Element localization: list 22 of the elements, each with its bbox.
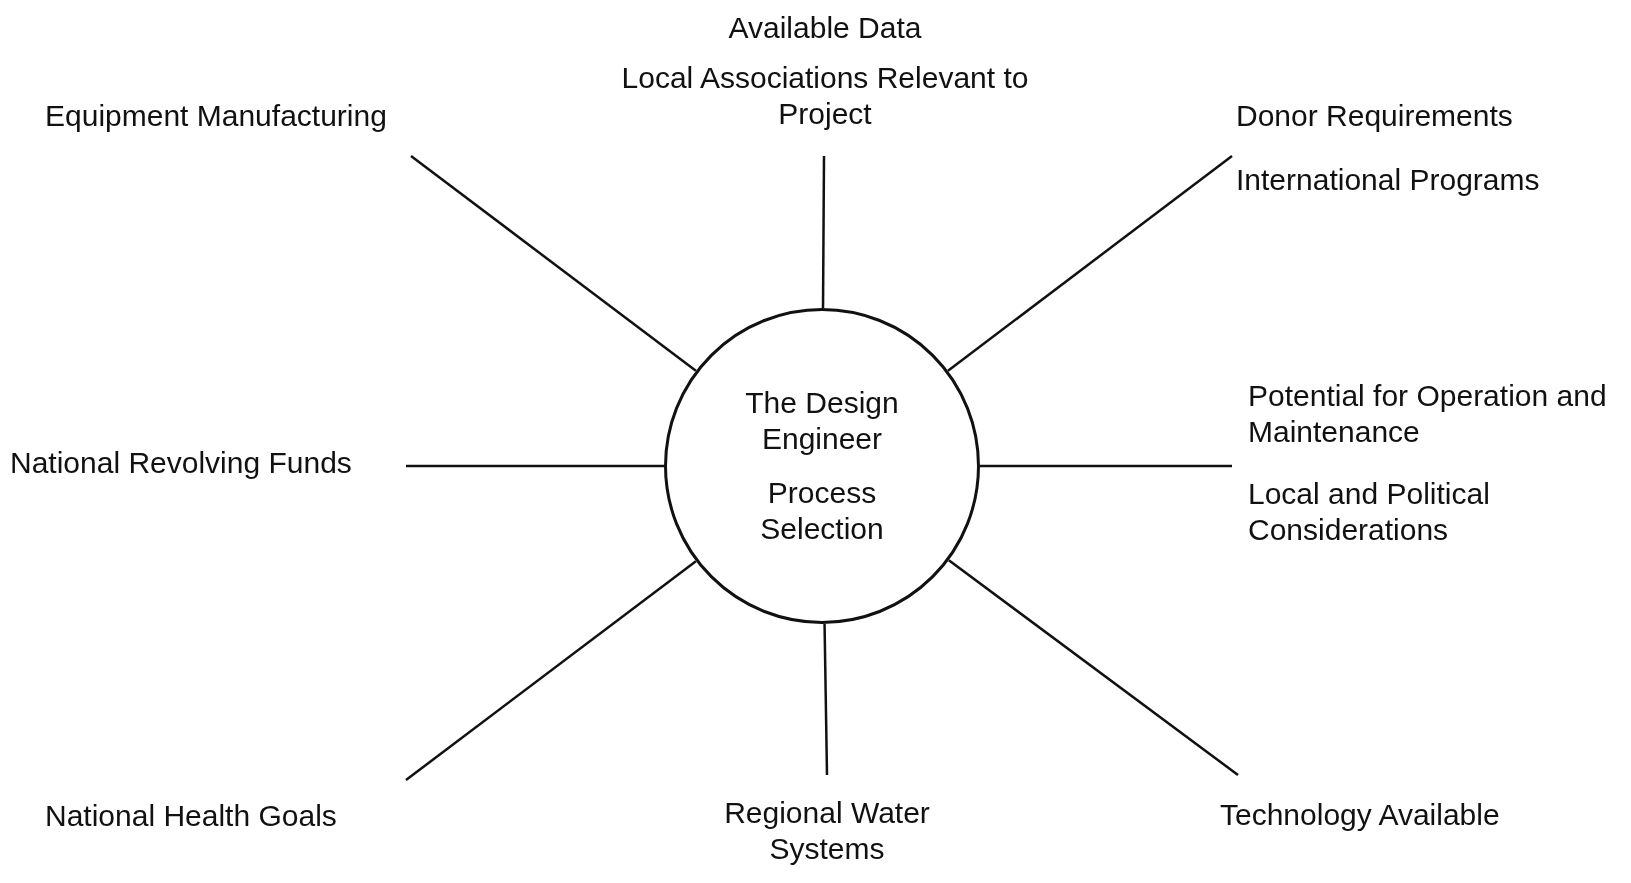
circle-text: The Design Engineer [744,385,900,457]
connector-line [823,623,829,776]
connector-line [405,560,697,781]
center-circle [664,308,980,624]
factor-label: Equipment Manufacturing [45,98,387,134]
connector-line [410,155,697,372]
factor-label: Regional Water Systems [723,795,931,867]
connector-line [980,464,1232,468]
connector-line [948,559,1239,776]
connector-line [821,156,826,308]
circle-text: Process Selection [759,475,885,547]
connector-line [406,464,664,468]
factor-label: Local and Political Considerations [1248,476,1491,548]
factor-label: Available Data [728,10,922,46]
factor-label: Potential for Operation and Maintenance [1248,378,1608,450]
factor-label: Technology Available [1220,797,1500,833]
factor-label: Local Associations Relevant to Project [620,60,1030,132]
factor-label: National Health Goals [45,798,337,834]
factor-label: Donor Requirements [1236,98,1513,134]
factor-label: International Programs [1236,162,1540,198]
factor-label: National Revolving Funds [10,445,352,481]
connector-line [947,155,1233,372]
